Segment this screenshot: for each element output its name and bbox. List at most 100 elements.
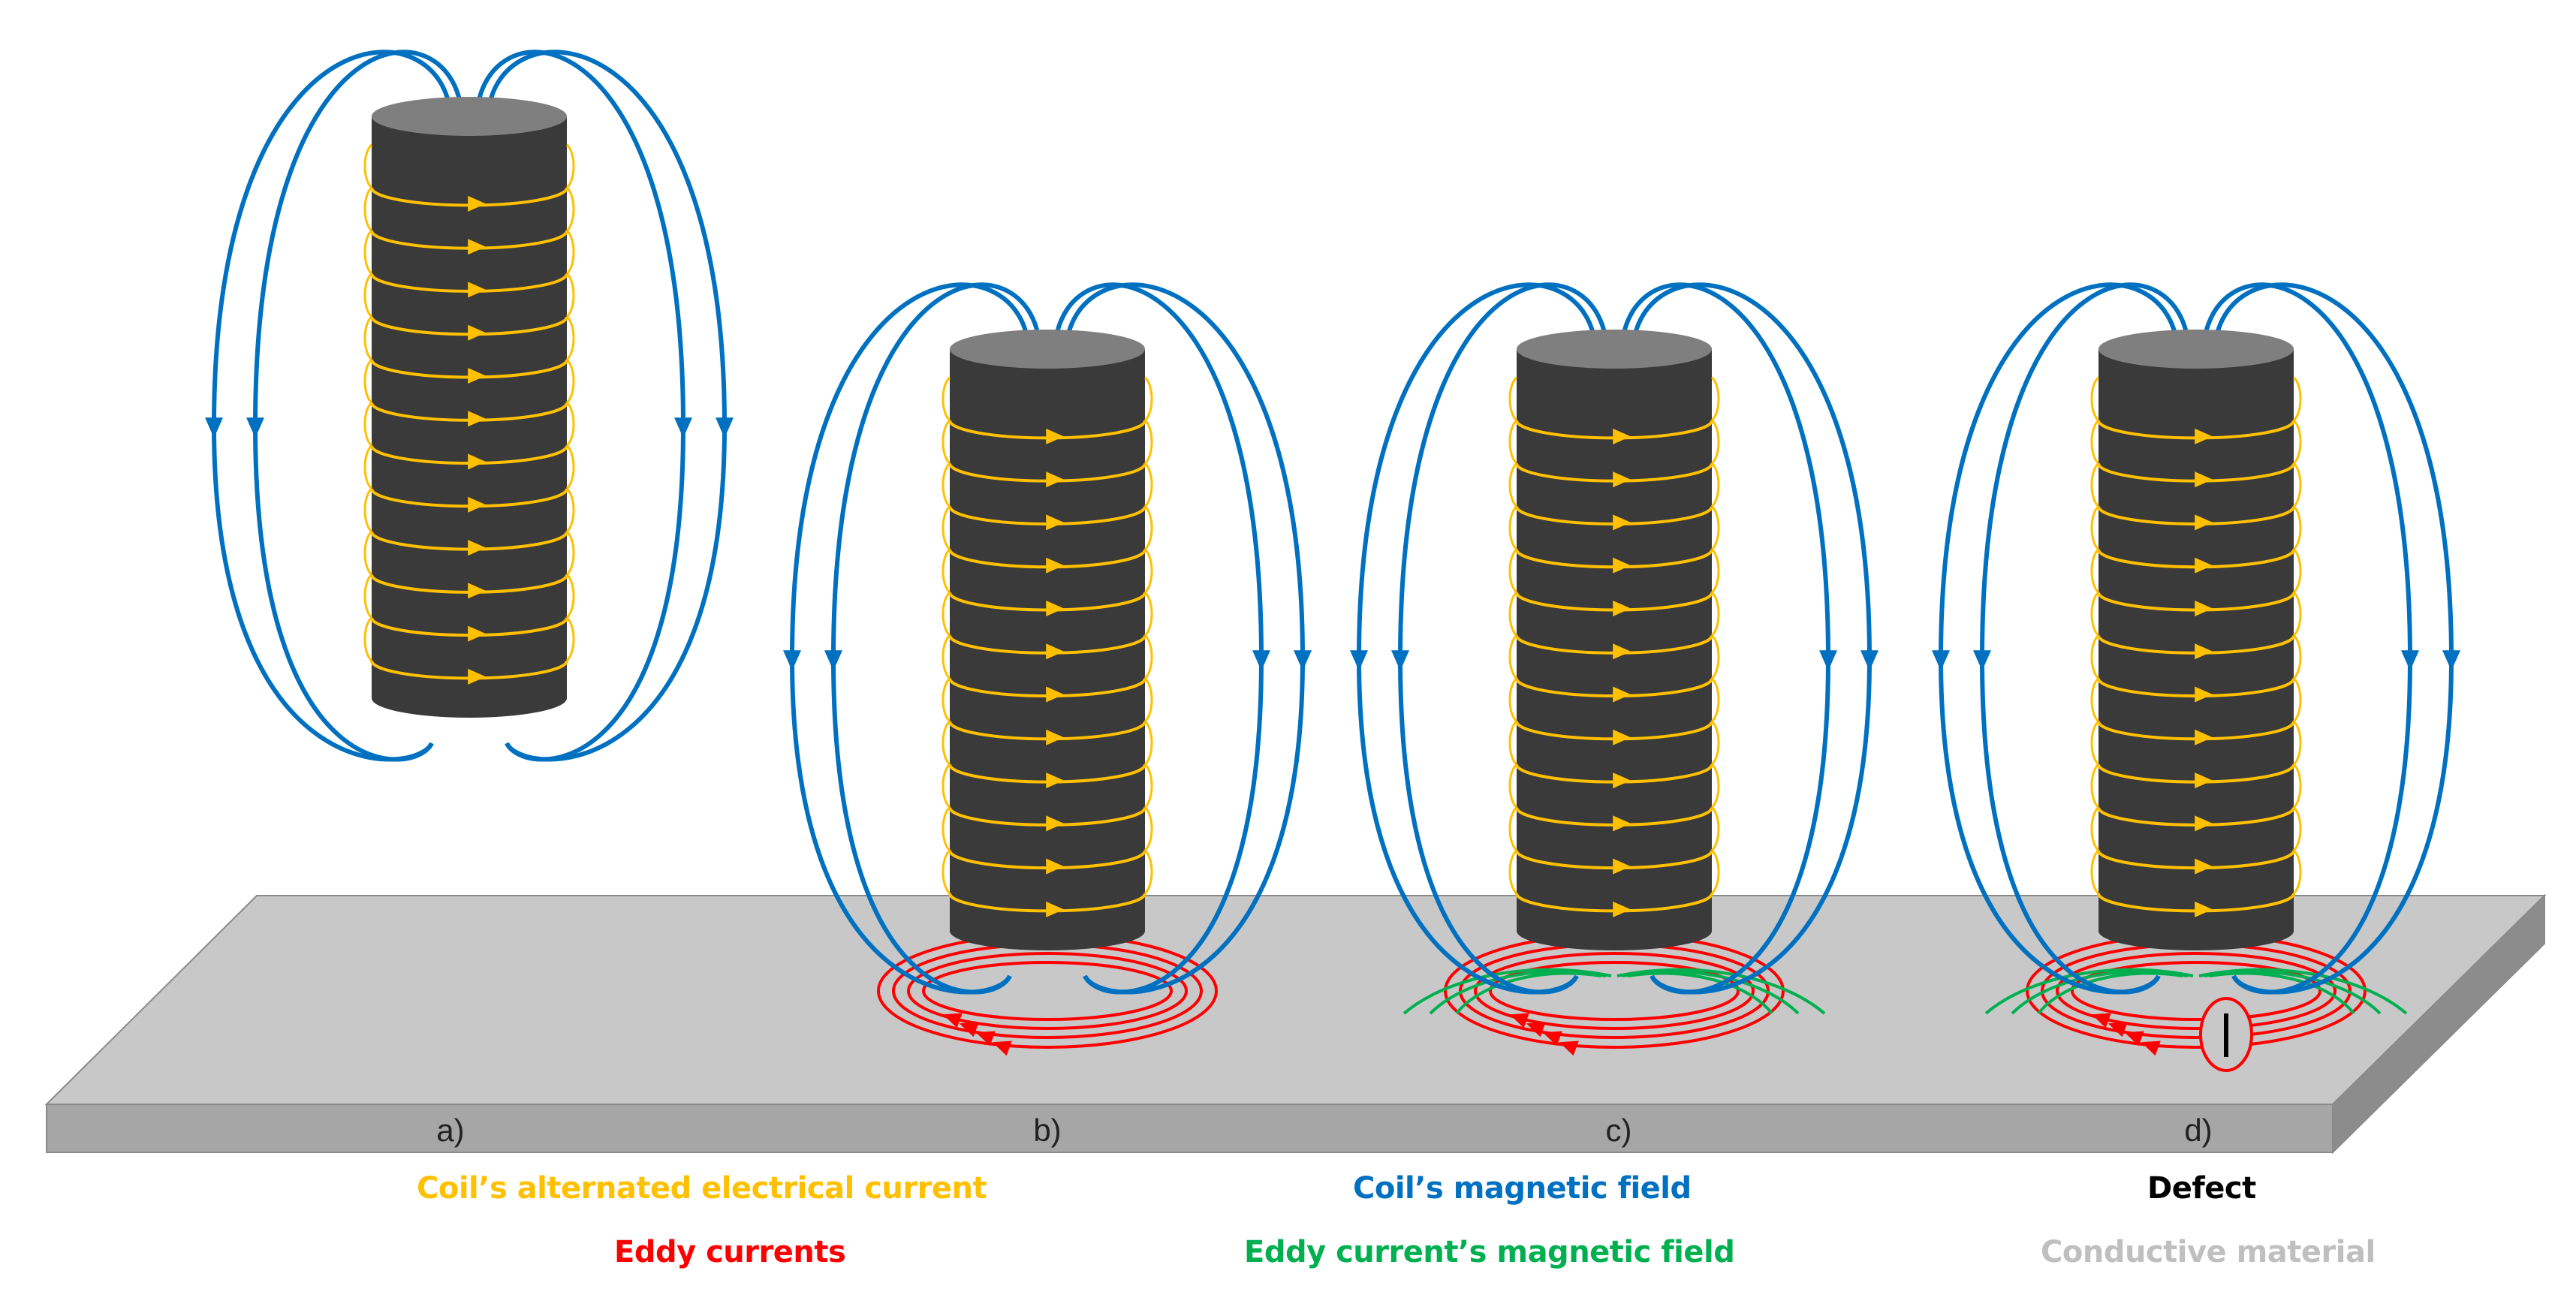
- coil-current-arrow: [1613, 601, 1631, 616]
- coil-current-arrow: [1046, 901, 1064, 917]
- coil-winding-left-loop: [1508, 720, 1518, 766]
- legend-eddy-currents: Eddy currents: [614, 1235, 846, 1269]
- coil-winding-right-loop: [565, 143, 575, 189]
- coil-current-arrow: [2195, 471, 2213, 488]
- coil-magnetic-field: [1350, 282, 1879, 995]
- coil-top: [1517, 330, 1712, 369]
- coil-magnetic-field: [205, 50, 734, 762]
- coil-current-arrow: [1613, 901, 1631, 917]
- coil-current-arrow: [468, 496, 486, 513]
- coil-winding-right-loop: [2292, 548, 2302, 594]
- magnetic-field-line: [1979, 282, 2191, 995]
- coil-current-arrow: [468, 583, 486, 599]
- coil-current-arrow: [1046, 858, 1064, 875]
- coil-winding-left-loop: [942, 419, 951, 465]
- coil-winding-left-loop: [363, 402, 373, 447]
- coil-winding-left-loop: [1508, 462, 1518, 507]
- coil-winding-left-loop: [363, 315, 373, 361]
- defect: [2199, 997, 2253, 1072]
- coil-winding-right-loop: [2292, 634, 2302, 679]
- coil-winding-left-loop: [2090, 548, 2100, 594]
- coil-current-arrow: [1613, 471, 1631, 488]
- coil-winding-left-loop: [942, 505, 951, 550]
- coil-winding-right-loop: [2292, 419, 2302, 465]
- coil-current-arrow: [1613, 858, 1631, 875]
- coil-winding-right-loop: [1143, 505, 1153, 550]
- eddy-current-arrow: [959, 1022, 979, 1037]
- coil-current-arrow: [1613, 643, 1631, 660]
- coil-winding-left-loop: [1508, 376, 1518, 422]
- coil-current-arrow: [2195, 557, 2213, 574]
- plate-front-face: [46, 1104, 2333, 1153]
- coil-winding-left-loop: [363, 230, 373, 275]
- magnetic-field-arrow: [783, 650, 801, 671]
- eddy-current-arrow: [2091, 1013, 2111, 1028]
- magnetic-field-arrow: [674, 417, 692, 438]
- coil-winding-left-loop: [1508, 505, 1518, 550]
- coil-winding-right-loop: [1143, 634, 1153, 679]
- coil-winding-left-loop: [363, 487, 373, 533]
- coil-panel: [1350, 282, 1879, 1056]
- coil-winding-right-loop: [565, 358, 575, 404]
- coil-current-arrow: [1046, 815, 1064, 832]
- coil-current-arrow: [2195, 729, 2213, 745]
- coil-current-windings: [942, 376, 1153, 917]
- coil-winding-left-loop: [942, 634, 951, 679]
- coil: [1517, 330, 1712, 950]
- magnetic-field-arrow: [2401, 650, 2419, 671]
- coil-winding-right-loop: [1710, 677, 1720, 723]
- coil-current-arrow: [1613, 772, 1631, 789]
- coil-current-arrow: [1046, 772, 1064, 789]
- coil-magnetic-field: [783, 282, 1312, 995]
- coil-winding-left-loop: [2090, 763, 2100, 809]
- panel-label: c): [1606, 1113, 1632, 1148]
- coil-current-windings: [2090, 376, 2302, 917]
- coil-top: [950, 330, 1145, 369]
- coil-winding-left-loop: [2090, 806, 2100, 851]
- legend-eddy-field: Eddy current’s magnetic field: [1244, 1235, 1735, 1269]
- eddy-current-arrow: [1559, 1040, 1579, 1056]
- legend-coil-field: Coil’s magnetic field: [1353, 1171, 1692, 1206]
- coil-winding-right-loop: [2292, 376, 2302, 422]
- coil-winding-right-loop: [1710, 376, 1720, 422]
- coil-winding-right-loop: [1710, 849, 1720, 895]
- coil-winding-left-loop: [1508, 677, 1518, 723]
- coil-current-arrow: [468, 282, 486, 298]
- coil-winding-right-loop: [565, 186, 575, 232]
- coil-current-arrow: [1046, 557, 1064, 574]
- coil-current-arrow: [468, 195, 486, 212]
- panel-label: b): [1033, 1113, 1061, 1148]
- eddy-current-loop: [922, 961, 1173, 1021]
- magnetic-field-arrow: [716, 417, 734, 438]
- coil-winding-right-loop: [2292, 677, 2302, 723]
- coil-winding-right-loop: [2292, 462, 2302, 507]
- legend-defect: Defect: [2147, 1171, 2256, 1206]
- coil-winding-right-loop: [2292, 720, 2302, 766]
- coil-winding-left-loop: [363, 358, 373, 404]
- coil-winding-right-loop: [1143, 806, 1153, 851]
- magnetic-field-arrow: [246, 417, 264, 438]
- magnetic-field-arrow: [205, 417, 223, 438]
- coil-winding-right-loop: [1710, 505, 1720, 550]
- coil-magnetic-field: [1932, 282, 2460, 995]
- eddy-current-arrow: [942, 1013, 963, 1028]
- magnetic-field-arrow: [2442, 650, 2460, 671]
- coil-winding-right-loop: [1143, 462, 1153, 507]
- eddy-current-loops: [877, 933, 1218, 1056]
- eddy-current-loop: [907, 952, 1188, 1030]
- coil-current-arrow: [2195, 901, 2213, 917]
- magnetic-field-arrow: [1860, 650, 1879, 671]
- coil-winding-right-loop: [1710, 634, 1720, 679]
- coil-current-arrow: [2195, 815, 2213, 832]
- coil-winding-right-loop: [1710, 591, 1720, 637]
- magnetic-field-line: [252, 50, 464, 762]
- coil-winding-left-loop: [942, 720, 951, 766]
- coil-current-arrow: [1046, 686, 1064, 703]
- coil-winding-left-loop: [942, 462, 951, 507]
- coil-winding-left-loop: [363, 531, 373, 576]
- coil-winding-right-loop: [1710, 462, 1720, 507]
- eddy-current-arrow: [2124, 1031, 2144, 1047]
- coil-current-arrow: [2195, 601, 2213, 616]
- coil-winding-right-loop: [2292, 591, 2302, 637]
